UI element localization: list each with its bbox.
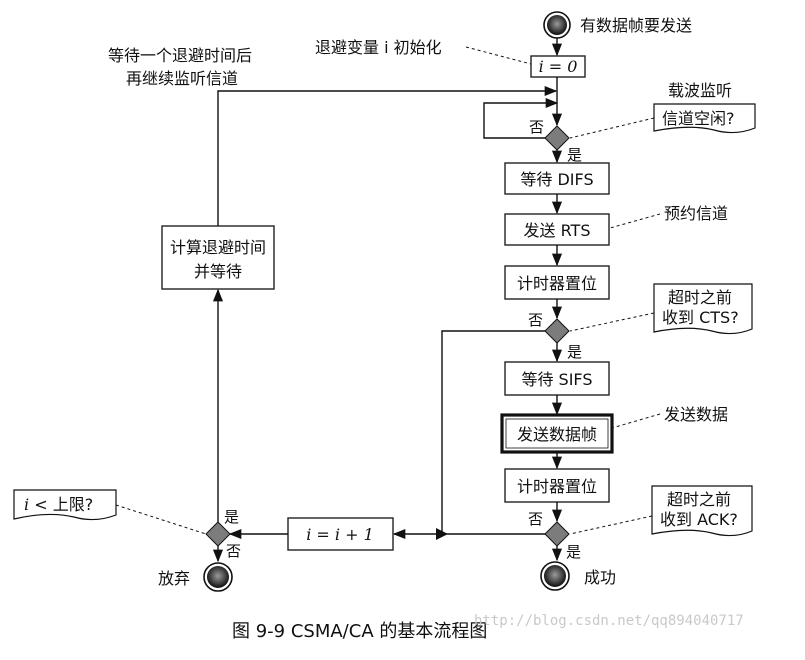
wait-sifs-text: 等待 SIFS [521, 370, 592, 389]
limit-note-leader [115, 504, 207, 535]
cts-question-line2: 收到 CTS? [662, 308, 739, 327]
carrier-busy-loop [483, 97, 559, 139]
send-rts-text: 发送 RTS [524, 221, 591, 240]
cts-note-leader [569, 312, 655, 332]
ack-question-line2: 收到 ACK? [660, 510, 738, 529]
increment-text: i = i + 1 [306, 525, 374, 544]
success-terminal [540, 561, 570, 591]
timer1-text: 计时器置位 [517, 274, 597, 293]
cts-question-line1: 超时之前 [668, 288, 732, 307]
send-data-leader [611, 413, 661, 429]
limit-question-text: i < 上限? [24, 495, 93, 514]
backoff-text-line1: 计算退避时间 [170, 238, 266, 257]
start-label: 有数据帧要发送 [580, 16, 692, 35]
timer2-text: 计时器置位 [517, 477, 597, 496]
backoff-text-line2: 并等待 [194, 262, 242, 281]
carrier-sense-annotation: 载波监听 [668, 81, 732, 100]
init-note: 退避变量 i 初始化 [315, 38, 442, 57]
send-data-annotation: 发送数据 [664, 405, 728, 424]
carrier-yes-label: 是 [567, 146, 582, 164]
carrier-sense-decision [544, 125, 570, 151]
cts-yes-label: 是 [567, 343, 582, 361]
cts-fail-path [441, 330, 545, 534]
wait-difs-text: 等待 DIFS [520, 170, 593, 189]
send-data-box-inner [505, 418, 609, 449]
cts-no-label: 否 [528, 311, 543, 329]
ack-question-note [651, 485, 753, 537]
figure-caption: 图 9-9 CSMA/CA 的基本流程图 [232, 621, 487, 642]
wait-difs-box [504, 162, 610, 195]
backoff-box [161, 225, 275, 290]
limit-yes-label: 是 [224, 508, 239, 526]
cts-decision [544, 318, 570, 344]
limit-no-label: 否 [226, 542, 241, 560]
init-note-leader [465, 46, 532, 65]
init-box-text: i = 0 [539, 57, 578, 76]
merge-arrowhead [436, 528, 448, 540]
init-box [530, 55, 586, 78]
send-data-text: 发送数据帧 [517, 425, 597, 444]
backoff-note-line2: 再继续监听信道 [126, 69, 238, 88]
abort-label: 放弃 [158, 569, 190, 588]
success-label: 成功 [584, 568, 616, 587]
backoff-note-line1: 等待一个退避时间后 [108, 46, 252, 65]
ack-question-line1: 超时之前 [667, 490, 731, 509]
ack-note-leader [569, 515, 653, 535]
increment-box [287, 517, 394, 551]
reserve-leader [609, 213, 661, 229]
carrier-note-leader [569, 117, 655, 139]
flow-backoff-to-carrier [217, 85, 558, 226]
ack-yes-label: 是 [566, 543, 581, 561]
send-rts-box [504, 213, 610, 246]
carrier-question-note [653, 103, 756, 134]
ack-no-label: 否 [528, 510, 543, 528]
carrier-question-text: 信道空闲? [662, 109, 735, 128]
reserve-channel-annotation: 预约信道 [664, 204, 728, 223]
send-data-box [500, 413, 614, 454]
watermark: http://blog.csdn.net/qq894040717 [474, 613, 744, 629]
carrier-no-label: 否 [529, 118, 544, 136]
cts-question-note [653, 283, 753, 335]
limit-question-note [13, 489, 117, 521]
abort-terminal [203, 562, 233, 592]
start-terminal [543, 11, 571, 39]
